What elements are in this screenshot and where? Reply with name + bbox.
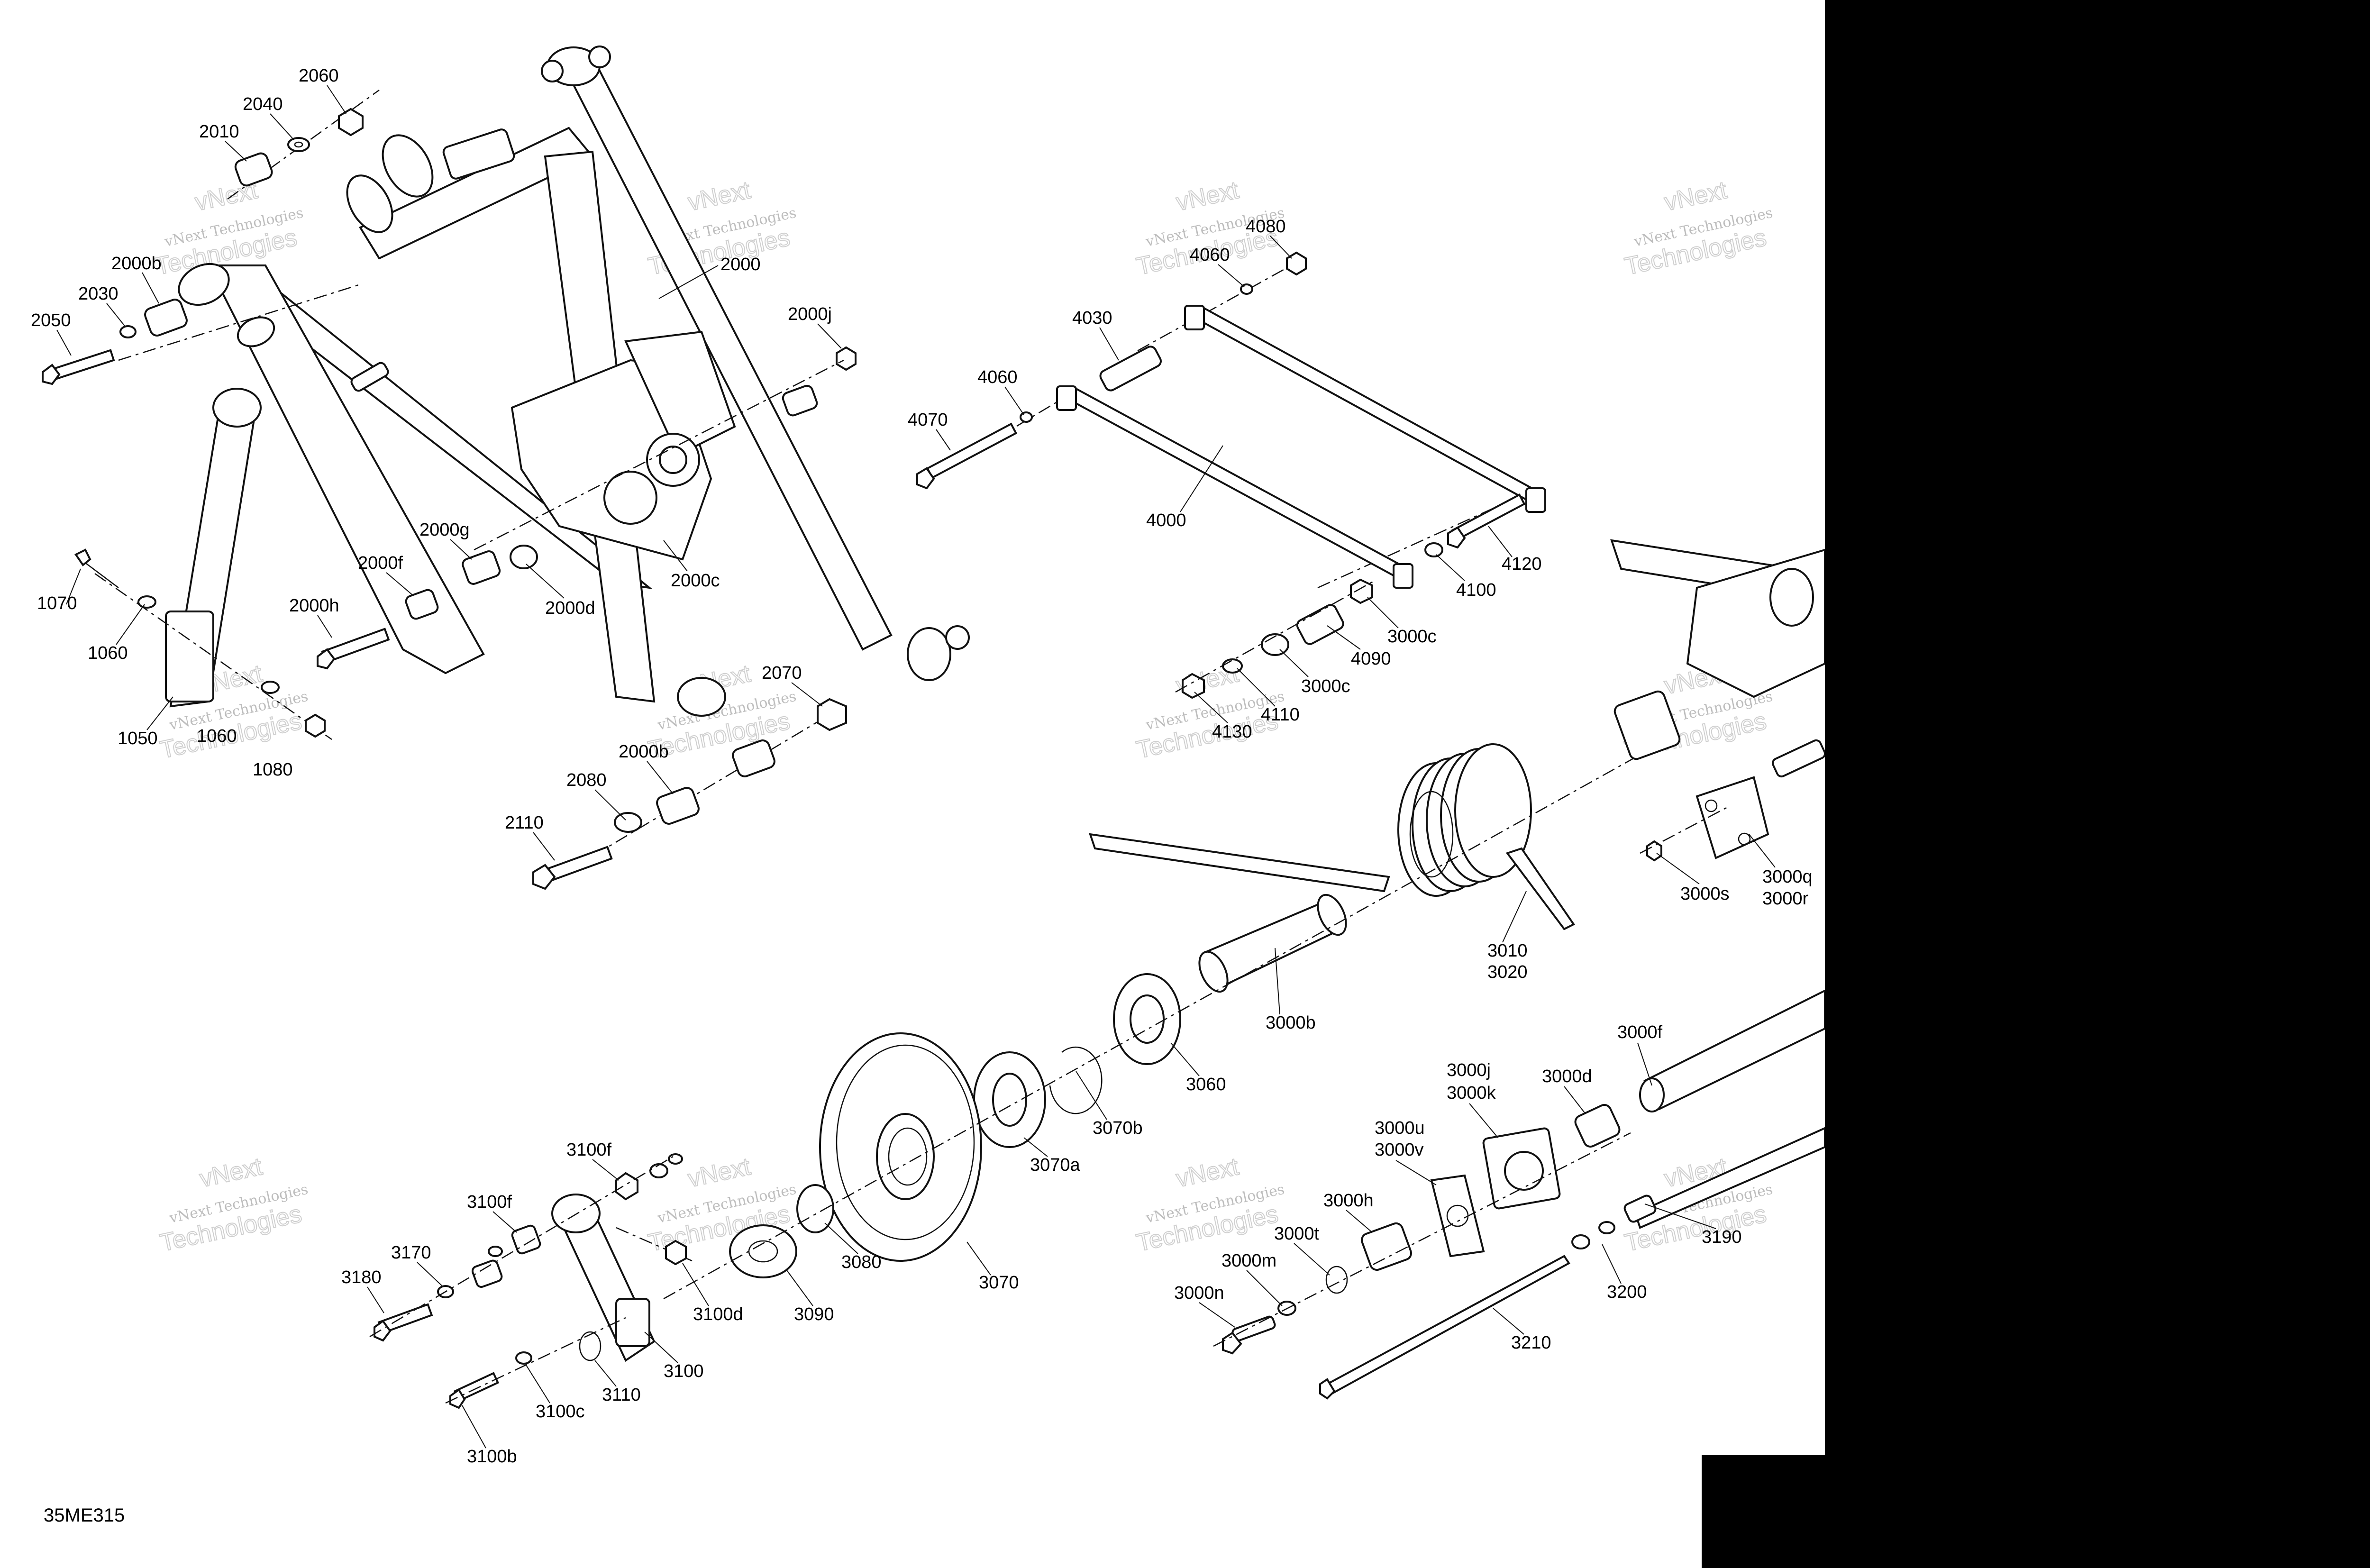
callout-3000f: 3000f — [1617, 1022, 1663, 1042]
blank-panel-right — [1825, 0, 2370, 1568]
watermark: vNext vNext Technologies Technologies — [1622, 176, 1775, 281]
callout-3000q: 3000q — [1762, 867, 1813, 887]
svg-text:vNext: vNext — [1174, 1153, 1241, 1193]
callout-3110: 3110 — [602, 1385, 641, 1405]
watermark: vNext vNext Technologies Technologies — [157, 1152, 310, 1258]
callout-3000h: 3000h — [1323, 1191, 1374, 1211]
callout-3060: 3060 — [1186, 1075, 1226, 1094]
callout-2000b: 2000b — [111, 254, 162, 273]
svg-text:vNext: vNext — [1662, 176, 1730, 216]
svg-text:vNext: vNext — [685, 1153, 753, 1193]
callout-3100f: 3100f — [566, 1140, 612, 1160]
callout-3000r: 3000r — [1762, 889, 1809, 909]
leader-lines — [56, 85, 1776, 1449]
callout-1080: 1080 — [253, 760, 293, 780]
callout-3200: 3200 — [1607, 1282, 1647, 1302]
frame-arm-assembly — [178, 46, 970, 717]
callout-3000b: 3000b — [1266, 1013, 1316, 1033]
callout-3000u: 3000u — [1375, 1118, 1425, 1138]
callout-3100d: 3100d — [693, 1304, 743, 1324]
callout-4060: 4060 — [1190, 245, 1230, 265]
svg-text:vNext: vNext — [197, 1153, 265, 1193]
callout-3100b: 3100b — [467, 1447, 517, 1467]
hardware-top-left — [42, 89, 857, 670]
callout-2000j: 2000j — [788, 304, 832, 324]
callout-2000h: 2000h — [289, 596, 339, 616]
callout-3000j: 3000j — [1447, 1060, 1491, 1080]
callout-2000: 2000 — [720, 255, 761, 274]
callout-3190: 3190 — [1702, 1227, 1742, 1247]
callout-4030: 4030 — [1072, 308, 1112, 328]
callout-3070: 3070 — [979, 1273, 1019, 1293]
svg-text:vNext: vNext — [1174, 176, 1241, 216]
callout-2050: 2050 — [31, 310, 71, 330]
callout-3000k: 3000k — [1447, 1083, 1496, 1103]
callout-1060: 1060 — [197, 726, 237, 746]
callout-2000f: 2000f — [358, 553, 403, 573]
callout-2000g: 2000g — [419, 520, 470, 540]
callout-3070b: 3070b — [1093, 1118, 1143, 1138]
hardware-lower-left — [532, 698, 847, 890]
callout-4100: 4100 — [1456, 580, 1496, 600]
torsion-spring-area — [663, 539, 1826, 1300]
callout-4110: 4110 — [1261, 705, 1300, 725]
svg-text:vNext: vNext — [685, 176, 753, 216]
callout-3170: 3170 — [391, 1243, 431, 1263]
callout-3070a: 3070a — [1030, 1155, 1081, 1175]
blank-panel-bottom — [1702, 1455, 1825, 1568]
callout-1070: 1070 — [37, 593, 77, 613]
callout-3000t: 3000t — [1274, 1224, 1320, 1244]
callout-3000m: 3000m — [1221, 1251, 1276, 1271]
callout-2070: 2070 — [762, 663, 802, 683]
callout-2000b: 2000b — [619, 742, 669, 762]
callout-3000v: 3000v — [1375, 1140, 1424, 1160]
callout-2010: 2010 — [199, 122, 239, 142]
callout-3210: 3210 — [1511, 1333, 1551, 1353]
callout-2030: 2030 — [78, 284, 118, 304]
figure-id: 35ME315 — [44, 1505, 125, 1526]
callout-4080: 4080 — [1246, 217, 1286, 237]
callout-1060: 1060 — [88, 643, 128, 663]
callout-3020: 3020 — [1487, 962, 1528, 982]
callout-4120: 4120 — [1502, 554, 1542, 574]
callout-3100f: 3100f — [467, 1192, 512, 1212]
callout-3000d: 3000d — [1542, 1067, 1592, 1086]
callout-1050: 1050 — [118, 729, 158, 748]
callout-4130: 4130 — [1212, 722, 1252, 742]
callout-4070: 4070 — [908, 410, 948, 430]
callout-2040: 2040 — [243, 94, 283, 114]
callout-2060: 2060 — [299, 66, 339, 86]
callout-3090: 3090 — [794, 1304, 834, 1324]
callout-3180: 3180 — [341, 1267, 382, 1287]
lever-assembly — [369, 1153, 693, 1409]
callout-3000s: 3000s — [1680, 884, 1730, 904]
callout-4060: 4060 — [977, 367, 1018, 387]
watermark: vNext vNext Technologies Technologies — [153, 176, 305, 281]
pedal-assembly — [74, 388, 332, 740]
callout-labels: 2060 2040 2010 2000b 2030 2050 2000 2000… — [31, 66, 1813, 1467]
axle-assembly — [1213, 989, 1826, 1400]
callout-3100c: 3100c — [536, 1402, 585, 1422]
callout-2000d: 2000d — [545, 598, 595, 618]
callout-3000c: 3000c — [1301, 676, 1350, 696]
callout-3000n: 3000n — [1174, 1283, 1224, 1303]
tie-rod-assembly — [916, 251, 1546, 699]
watermark: vNext vNext Technologies Technologies — [1134, 1152, 1286, 1258]
callout-4000: 4000 — [1146, 511, 1186, 530]
callout-2080: 2080 — [566, 770, 607, 790]
callout-4090: 4090 — [1351, 649, 1391, 669]
callout-2110: 2110 — [505, 813, 544, 833]
callout-3010: 3010 — [1487, 941, 1528, 961]
callout-2000c: 2000c — [671, 571, 720, 591]
callout-3000c: 3000c — [1387, 627, 1437, 647]
callout-3100: 3100 — [664, 1361, 704, 1381]
callout-3080: 3080 — [841, 1252, 882, 1272]
